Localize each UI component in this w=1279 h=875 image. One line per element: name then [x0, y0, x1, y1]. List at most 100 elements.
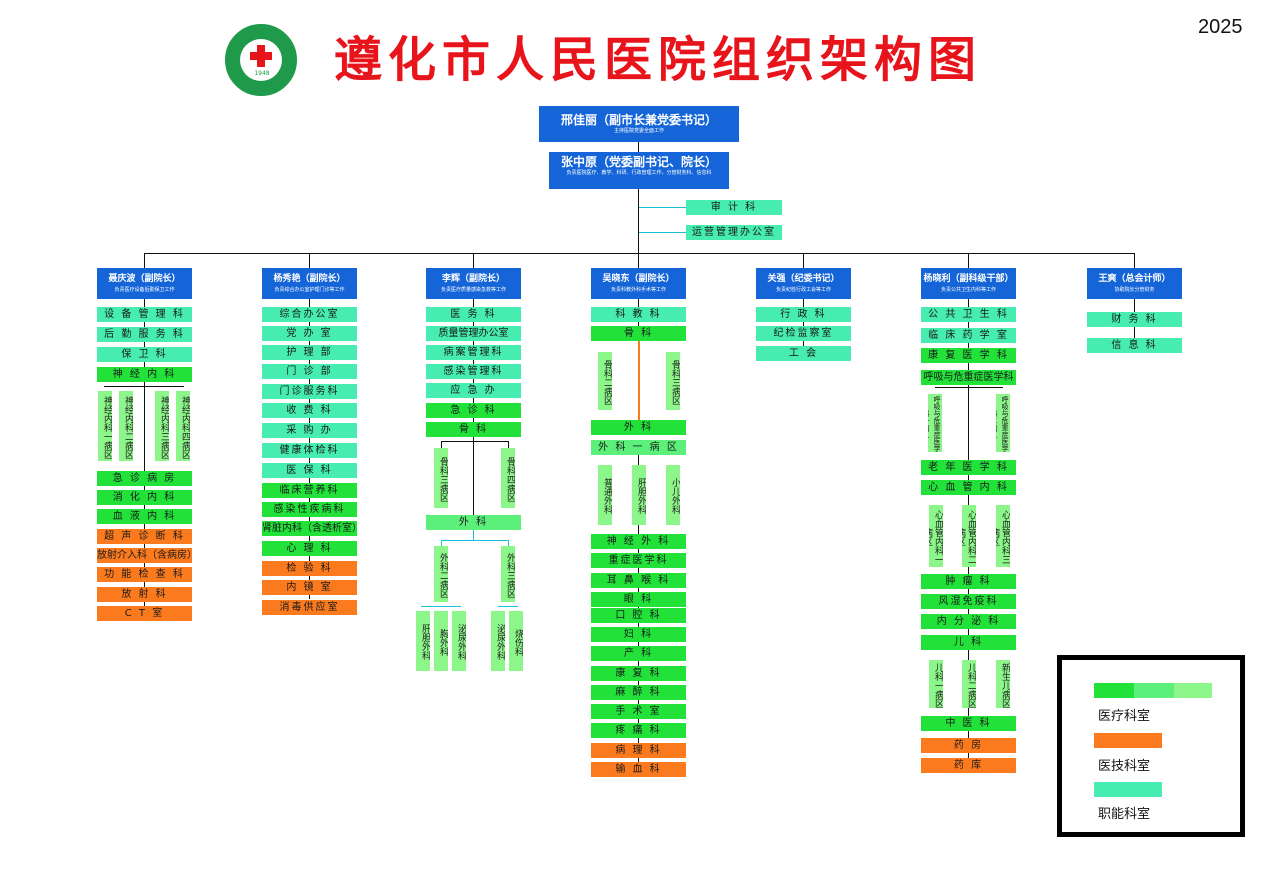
ward-box: 骨科三病区 — [666, 352, 680, 410]
page-title: 遵化市人民医院组织架构图 — [334, 32, 983, 88]
dept-box: 眼 科 — [591, 592, 686, 607]
connector-line — [638, 253, 639, 269]
year-label: 2025 — [1198, 16, 1243, 38]
dept-box: 肾脏内科（含透析室） — [262, 521, 357, 536]
dept-box: 药 库 — [921, 758, 1016, 773]
audit-dept: 审 计 科 — [686, 200, 782, 215]
connector-line — [638, 299, 639, 347]
dept-box: 收 费 科 — [262, 403, 357, 418]
dept-box: 外 科 — [426, 515, 521, 530]
legend-swatch-func — [1094, 782, 1162, 797]
dept-box: 党 办 室 — [262, 326, 357, 341]
ward-box: 外科三病区 — [501, 546, 515, 602]
dept-box: 中 医 科 — [921, 716, 1016, 731]
dept-box: 外 科 一 病 区 — [591, 440, 686, 455]
connector-line — [441, 540, 442, 546]
dept-box: 急 诊 科 — [426, 403, 521, 418]
dept-box: 护 理 部 — [262, 345, 357, 360]
dept-box: C T 室 — [97, 606, 192, 621]
connector-line — [638, 340, 640, 420]
ward-box: 神经内科一病区 — [98, 391, 112, 461]
connector-line — [968, 253, 969, 269]
hospital-logo: 1948 — [225, 24, 297, 96]
connector-line — [144, 299, 145, 619]
dept-box: 门诊服务科 — [262, 384, 357, 399]
legend: 医疗科室 医技科室 职能科室 — [1057, 655, 1245, 837]
dept-box: 康 复 医 学 科 — [921, 348, 1016, 363]
dept-box: 健康体检科 — [262, 443, 357, 458]
ward-box: 烧伤科 — [509, 611, 523, 671]
org-bus-line — [144, 253, 1135, 254]
dept-box: 输 血 科 — [591, 762, 686, 777]
leader-col3: 李辉（副院长） 负责医疗质量感染急救等工作 — [426, 268, 521, 299]
dept-box: 临床营养科 — [262, 483, 357, 498]
connector-line — [508, 540, 509, 546]
connector-line — [421, 606, 461, 607]
ward-box: 心血管内科二病区 — [962, 505, 976, 567]
dept-box: 采 购 办 — [262, 423, 357, 438]
connector-line — [803, 253, 804, 269]
dept-box: 放 射 科 — [97, 587, 192, 602]
dept-box: 神 经 内 科 — [97, 367, 192, 382]
leader-col2: 杨秀艳（副院长） 负责综合办公室护理门诊等工作 — [262, 268, 357, 299]
ward-box: 心血管内科三病区 — [996, 505, 1010, 567]
dept-box: 行 政 科 — [756, 307, 851, 322]
ward-box: 泌尿外科 — [452, 611, 466, 671]
legend-label-func: 职能科室 — [1098, 807, 1151, 822]
dept-box: 公 共 卫 生 科 — [921, 307, 1016, 322]
leader-col7: 王爽（总会计师） 协助院长分管财务 — [1087, 268, 1182, 299]
connector-line — [441, 441, 508, 442]
ward-box: 泌尿外科 — [491, 611, 505, 671]
secretary-box: 邢佳丽（副市长兼党委书记） 主持医院党委全面工作 — [539, 106, 739, 142]
dept-box: 纪检监察室 — [756, 326, 851, 341]
connector-line — [473, 530, 474, 540]
dept-box: 应 急 办 — [426, 383, 521, 398]
dept-box: 麻 醉 科 — [591, 685, 686, 700]
ward-box: 神经内科四病区 — [176, 391, 190, 461]
dept-box: 产 科 — [591, 646, 686, 661]
ward-box: 新生儿病区 — [996, 660, 1010, 708]
ward-box: 骨科二病区 — [598, 352, 612, 410]
connector-line — [935, 387, 1003, 388]
connector-line — [638, 189, 639, 254]
legend-label-tech: 医技科室 — [1098, 759, 1151, 774]
dept-box: 疼 痛 科 — [591, 723, 686, 738]
dept-box: 重症医学科 — [591, 553, 686, 568]
dept-box: 消 化 内 科 — [97, 490, 192, 505]
dept-box: 急 诊 病 房 — [97, 471, 192, 486]
connector-line — [309, 253, 310, 269]
dept-box: 质量管理办公室 — [426, 326, 521, 341]
dept-box: 外 科 — [591, 420, 686, 435]
ward-box: 儿科二病区 — [962, 660, 976, 708]
dept-box: 妇 科 — [591, 627, 686, 642]
leader-col5: 关强（纪委书记） 负责纪检行政工会等工作 — [756, 268, 851, 299]
dept-box: 后 勤 服 务 科 — [97, 327, 192, 342]
leader-col6: 杨晓利（副科级干部） 负责公共卫生内科等工作 — [921, 268, 1016, 299]
ward-box: 胸外科 — [434, 611, 448, 671]
dept-box: 骨 科 — [591, 326, 686, 341]
ward-box: 儿科一病区 — [929, 660, 943, 708]
ward-box: 呼吸与危重症医学科二病区 — [996, 394, 1010, 452]
leader-col1: 聂庆波（副院长） 负责医疗设备后勤保卫工作 — [97, 268, 192, 299]
connector-line — [144, 253, 145, 269]
connector-line — [639, 207, 686, 208]
ward-box: 心血管内科一病区 — [929, 505, 943, 567]
connector-line — [638, 142, 639, 152]
dept-box: 医 务 科 — [426, 307, 521, 322]
ward-box: 肝胆外科 — [416, 611, 430, 671]
leader-col4: 吴晓东（副院长） 负责科教外科手术等工作 — [591, 268, 686, 299]
dept-box: 口 腔 科 — [591, 608, 686, 623]
dept-box: 门 诊 部 — [262, 364, 357, 379]
dept-box: 综合办公室 — [262, 307, 357, 322]
dept-box: 康 复 科 — [591, 666, 686, 681]
dept-box: 工 会 — [756, 346, 851, 361]
ward-box: 神经内科二病区 — [119, 391, 133, 461]
dept-box: 骨 科 — [426, 422, 521, 437]
dept-box: 医 保 科 — [262, 463, 357, 478]
connector-line — [473, 253, 474, 269]
connector-line — [104, 386, 184, 387]
dept-box: 药 房 — [921, 738, 1016, 753]
dept-box: 设 备 管 理 科 — [97, 307, 192, 322]
dept-box: 心 血 管 内 科 — [921, 480, 1016, 495]
dept-box: 风湿免疫科 — [921, 594, 1016, 609]
